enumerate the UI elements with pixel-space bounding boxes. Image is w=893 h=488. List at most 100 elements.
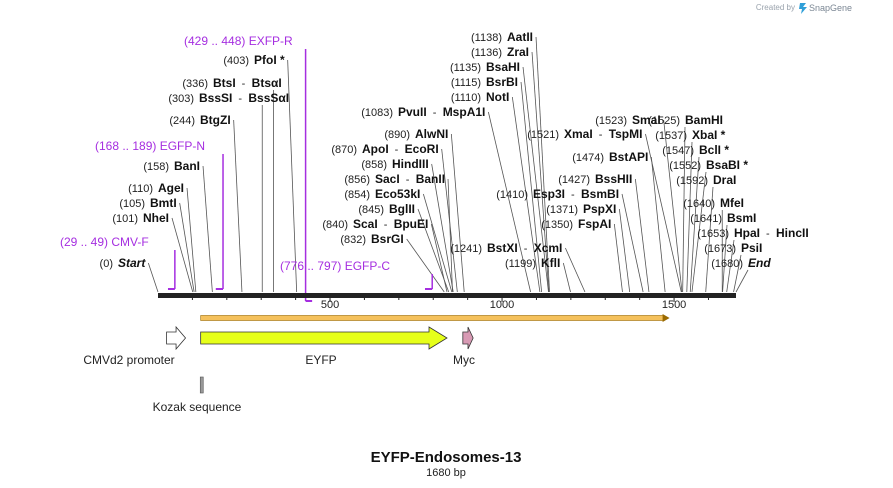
enzyme-position: (1241) [450, 243, 482, 255]
enzyme-leader-lines [147, 36, 749, 293]
enzyme-separator: - [766, 228, 770, 240]
enzyme-position: (1135) [450, 62, 481, 74]
enzyme-site-end: End(1680) [711, 256, 771, 270]
enzyme-position: (845) [358, 204, 384, 216]
enzyme-site-pspxi: PspXI(1371) [546, 202, 616, 216]
primer-label: (429 .. 448) EXFP-R [184, 34, 293, 48]
enzyme-leader-line [726, 239, 735, 293]
enzyme-site-noti: NotI(1110) [451, 90, 510, 104]
enzyme-position: (1427) [558, 174, 590, 186]
primer-exfpr: (429 .. 448) EXFP-R [184, 34, 313, 302]
enzyme-position: (1653) [697, 228, 729, 240]
enzyme-leader-line [186, 187, 197, 293]
enzyme-site-saci: SacI(856)-BanII [344, 172, 445, 186]
enzyme-site-hpai: HpaI(1653)-HincII [697, 226, 808, 240]
enzyme-leader-line [233, 119, 243, 293]
enzyme-name: BstXI [487, 241, 518, 255]
enzyme-site-bsmi: BsmI(1641) [690, 211, 756, 225]
enzyme-site-bsahi: BsaHI (1135) [450, 60, 520, 74]
enzyme-name: Esp3I [533, 187, 565, 201]
feature-myc: Myc [453, 326, 475, 367]
enzyme-site-bstxi: BstXI(1241)-XcmI [450, 241, 562, 255]
enzyme-position: (110) [128, 183, 153, 195]
enzyme-position: (1537) [655, 130, 687, 142]
enzyme-leader-line [447, 178, 453, 293]
enzyme-name: BsaHI [486, 60, 520, 74]
enzyme-leader-line [722, 224, 728, 293]
enzyme-site-apoi: ApoI(870)-EcoRI [331, 142, 438, 156]
enzyme-position: (1199) [505, 258, 536, 270]
enzyme-position: (1136) [471, 47, 502, 59]
primer-annotations: (29 .. 49) CMV-F(168 .. 189) EGFP-N(429 … [60, 34, 433, 302]
enzyme-name-secondary: MspA1I [443, 105, 486, 119]
enzyme-position: (1083) [361, 107, 393, 119]
enzyme-site-start: Start(0) [100, 256, 147, 270]
enzyme-leader-line [287, 59, 298, 293]
enzyme-name: AatII [507, 30, 533, 44]
enzyme-site-bsabi: BsaBI *(1552) [669, 158, 748, 172]
enzyme-leader-line [431, 163, 454, 293]
enzyme-site-scai: ScaI(840)-BpuEI [322, 217, 428, 231]
enzyme-name: BsmI [727, 211, 756, 225]
enzyme-position: (854) [344, 189, 370, 201]
enzyme-name: BsrBI [486, 75, 518, 89]
enzyme-site-pvuii: PvuII(1083)-MspA1I [361, 105, 485, 119]
feature-eyfp: EYFP [200, 326, 448, 367]
enzyme-name: BamHI [685, 113, 723, 127]
feature-cmvd2: CMVd2 promoter [83, 325, 187, 367]
enzyme-name: AgeI [158, 181, 184, 195]
sequence-backbone [158, 293, 736, 298]
enzyme-leader-line [735, 269, 749, 293]
enzyme-name: HindIII [392, 157, 429, 171]
enzyme-site-fspai: FspAI(1350) [541, 217, 611, 231]
enzyme-name: PvuII [398, 105, 427, 119]
enzyme-leader-line [450, 133, 465, 293]
enzyme-name: HpaI [734, 226, 760, 240]
enzyme-leader-line [171, 217, 194, 293]
enzyme-name: End [748, 256, 771, 270]
enzyme-leader-line [691, 171, 707, 293]
enzyme-site-kfli: KflI(1199) [505, 256, 560, 270]
enzyme-site-bcli: BclI *(1547) [662, 143, 729, 157]
enzyme-site-esp3i: Esp3I(1410)-BsmBI [496, 187, 619, 201]
enzyme-position: (858) [361, 159, 387, 171]
enzyme-position: (1110) [451, 92, 481, 104]
primer-label: (29 .. 49) CMV-F [60, 235, 149, 249]
enzyme-position: (832) [340, 234, 366, 246]
enzyme-site-bsrgi: BsrGI(832) [340, 232, 403, 246]
enzyme-leader-line [562, 262, 571, 293]
enzyme-site-mfei: MfeI(1640) [683, 196, 744, 210]
enzyme-site-bsshii: BssHII(1427) [558, 172, 632, 186]
enzyme-name: PsiI [741, 241, 762, 255]
enzyme-site-bmti: BmtI(105) [119, 196, 176, 210]
enzyme-position: (101) [112, 213, 138, 225]
enzyme-name: BstAPI [609, 150, 648, 164]
enzyme-name: NheI [143, 211, 169, 225]
primer-label: (776 .. 797) EGFP-C [280, 259, 390, 273]
enzyme-site-drai: DraI(1592) [676, 173, 736, 187]
orf-arrowhead [662, 314, 670, 322]
sequence-length: 1680 bp [426, 467, 466, 479]
enzyme-site-xmai: XmaI(1521)-TspMI [527, 127, 642, 141]
feature-label: Myc [453, 353, 475, 367]
enzyme-leader-line [705, 186, 714, 293]
feature-arrow [166, 325, 187, 351]
enzyme-name: BtsI [213, 76, 236, 90]
enzyme-leader-line [663, 119, 683, 293]
enzyme-site-aatii: AatII(1138) [471, 30, 533, 44]
enzyme-leader-line [406, 238, 445, 293]
enzyme-name-secondary: BsmBI [581, 187, 619, 201]
ruler-tick-label: 1000 [490, 299, 514, 311]
enzyme-leader-line [441, 148, 458, 293]
enzyme-position: (1552) [669, 160, 701, 172]
feature-arrow [462, 326, 474, 350]
snapgene-name: SnapGene [809, 3, 852, 13]
enzyme-leader-line [689, 156, 700, 293]
enzyme-site-agei: AgeI (110) [128, 181, 184, 195]
enzyme-position: (1592) [676, 175, 708, 187]
enzyme-site-bsssi: BssSI(303)-BssSαI [168, 91, 289, 105]
enzyme-position: (403) [223, 55, 249, 67]
enzyme-position: (1525) [648, 115, 680, 127]
